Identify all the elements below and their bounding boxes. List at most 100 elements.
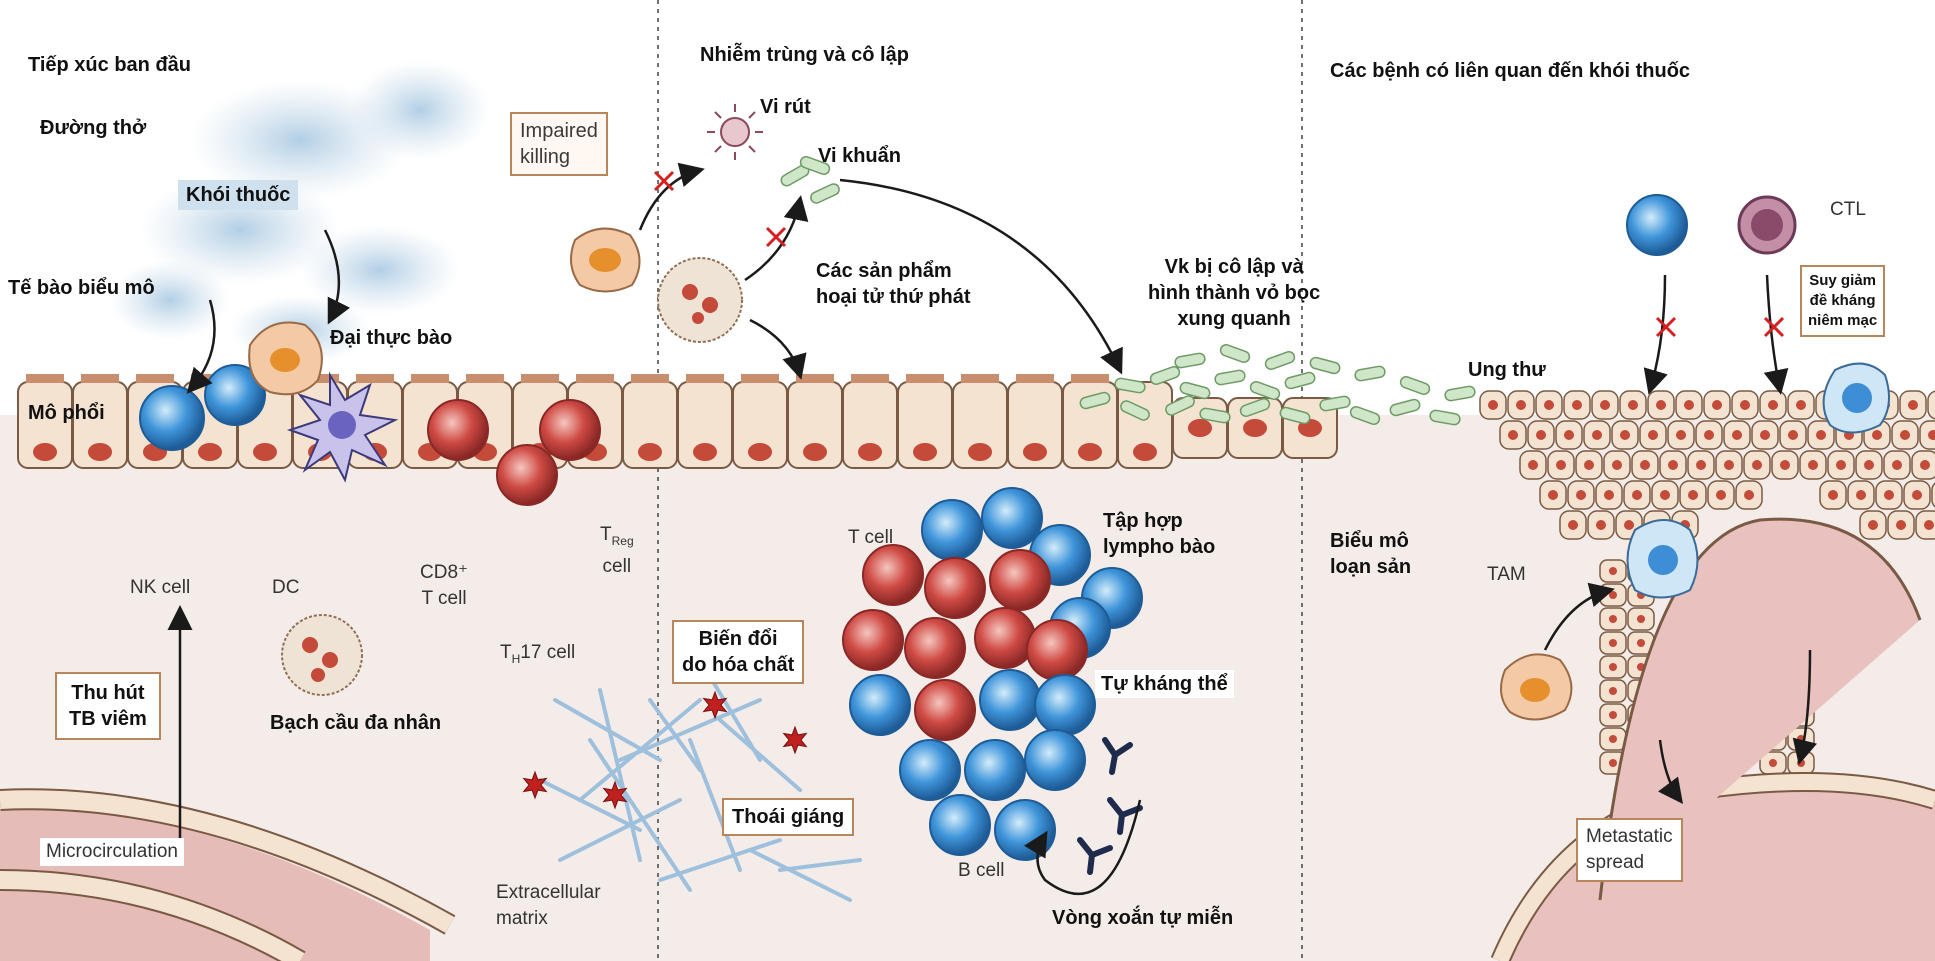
- virus-particle: [707, 104, 763, 160]
- epithelial-cell: [843, 374, 897, 468]
- tumor-cell: [1892, 421, 1918, 449]
- panel-title-infection-isolation: Nhiễm trùng và cô lập: [700, 42, 909, 68]
- label-necrotic-products: Các sản phẩm hoại tử thứ phát: [816, 258, 971, 310]
- label-dysplasia-line1: Biểu mô: [1330, 528, 1411, 554]
- tumor-cell: [1928, 391, 1935, 419]
- tumor-cell: [1648, 391, 1674, 419]
- label-airway: Đường thở: [40, 115, 146, 141]
- tumor-cell: [1904, 481, 1930, 509]
- bacterium: [1309, 356, 1341, 374]
- label-th17-rest: 17 cell: [520, 642, 575, 663]
- tumor-cell: [1576, 451, 1602, 479]
- label-necrotic-line2: hoại tử thứ phát: [816, 284, 971, 310]
- label-metastatic-spread: Metastatic spread: [1576, 818, 1683, 882]
- label-mucosal-line2: đề kháng: [1808, 291, 1877, 311]
- th17-cell: [497, 445, 557, 505]
- epithelial-cell: [953, 374, 1007, 468]
- label-treg-line2: cell: [600, 554, 634, 580]
- label-treg-sub: Reg: [612, 534, 634, 548]
- tumor-cell: [1680, 481, 1706, 509]
- tumor-cell: [1760, 391, 1786, 419]
- label-ecm-line1: Extracellular: [496, 880, 601, 906]
- label-metastatic-line1: Metastatic: [1586, 824, 1673, 850]
- tumor-cell: [1876, 481, 1902, 509]
- tumor-cell: [1900, 391, 1926, 419]
- bacterium: [1444, 385, 1475, 401]
- tumor-cell: [1732, 391, 1758, 419]
- label-extracellular-matrix: Extracellular matrix: [496, 880, 601, 932]
- label-autoantibody: Tự kháng thể: [1095, 670, 1234, 698]
- smoke-clouds: [110, 60, 490, 365]
- ctl-cells: [1627, 195, 1795, 255]
- label-autoimmune-loop: Vòng xoắn tự miễn: [1052, 905, 1233, 931]
- tumor-cell: [1856, 451, 1882, 479]
- label-impaired-killing: Impaired killing: [510, 112, 608, 176]
- t-cell: [843, 610, 903, 670]
- gland-cell: [1628, 608, 1654, 630]
- tumor-cell: [1652, 481, 1678, 509]
- label-bacteria: Vi khuẩn: [818, 143, 901, 169]
- tumor-cell: [1556, 421, 1582, 449]
- tumor-cell: [1620, 391, 1646, 419]
- b-cell: [922, 500, 982, 560]
- bacterium: [809, 182, 841, 205]
- neutrophil-cell: [282, 615, 362, 695]
- t-cell: [1027, 620, 1087, 680]
- tumor-cell: [1500, 421, 1526, 449]
- tumor-cell: [1480, 391, 1506, 419]
- tumor-cell: [1632, 451, 1658, 479]
- tumor-cell: [1912, 451, 1935, 479]
- label-dc: DC: [272, 575, 299, 601]
- label-chem-line2: do hóa chất: [682, 652, 794, 678]
- tumor-cell: [1604, 451, 1630, 479]
- tumor-cell: [1916, 511, 1935, 539]
- label-isolated-bacteria: Vk bị cô lập và hình thành vỏ bọc xung q…: [1148, 254, 1320, 332]
- label-macrophage: Đại thực bào: [330, 325, 452, 351]
- b-cell: [1025, 730, 1085, 790]
- label-smoke: Khói thuốc: [178, 180, 298, 210]
- b-cell: [965, 740, 1025, 800]
- b-cell: [900, 740, 960, 800]
- label-isolated-line3: xung quanh: [1148, 306, 1320, 332]
- label-microcirculation: Microcirculation: [40, 838, 184, 866]
- gland-cell: [1600, 656, 1626, 678]
- tumor-cell: [1752, 421, 1778, 449]
- bacterium: [1174, 352, 1205, 368]
- bacterium: [1354, 365, 1385, 381]
- tumor-cell: [1640, 421, 1666, 449]
- gland-cell: [1600, 608, 1626, 630]
- t-cell: [975, 608, 1035, 668]
- label-ecm-line2: matrix: [496, 906, 601, 932]
- tumor-cell: [1780, 421, 1806, 449]
- label-treg-line1: TReg: [600, 522, 634, 554]
- tumor-cell: [1660, 451, 1686, 479]
- label-lung-tissue: Mô phổi: [28, 400, 105, 426]
- tumor-cell: [1708, 481, 1734, 509]
- label-treg-cell: TReg cell: [600, 522, 634, 580]
- epithelial-cell: [788, 374, 842, 468]
- tumor-cell: [1564, 391, 1590, 419]
- label-b-cell: B cell: [958, 858, 1004, 884]
- gland-cell: [1600, 560, 1626, 582]
- necrotic-cell: [658, 258, 742, 342]
- label-lympho-line2: lympho bào: [1103, 534, 1215, 560]
- tumor-cell: [1540, 481, 1566, 509]
- panel-title-initial-exposure: Tiếp xúc ban đầu: [28, 52, 191, 78]
- tumor-cell: [1548, 451, 1574, 479]
- gland-cell: [1600, 632, 1626, 654]
- label-virus: Vi rút: [760, 94, 811, 120]
- label-impaired-line2: killing: [520, 144, 598, 170]
- label-neutrophil: Bạch cầu đa nhân: [270, 710, 441, 736]
- label-cd8-line2: T cell: [420, 586, 468, 612]
- epithelial-cell: [678, 374, 732, 468]
- bacterium: [1214, 369, 1245, 385]
- tumor-cell: [1888, 511, 1914, 539]
- tumor-cell: [1560, 511, 1586, 539]
- epithelial-cell: [898, 374, 952, 468]
- tumor-cell: [1508, 391, 1534, 419]
- label-recruit-inflammatory: Thu hút TB viêm: [55, 672, 161, 740]
- label-th17-cell: TH17 cell: [500, 640, 575, 672]
- label-isolated-line2: hình thành vỏ bọc: [1148, 280, 1320, 306]
- tumor-cell: [1724, 421, 1750, 449]
- label-degradation: Thoái giáng: [722, 798, 854, 836]
